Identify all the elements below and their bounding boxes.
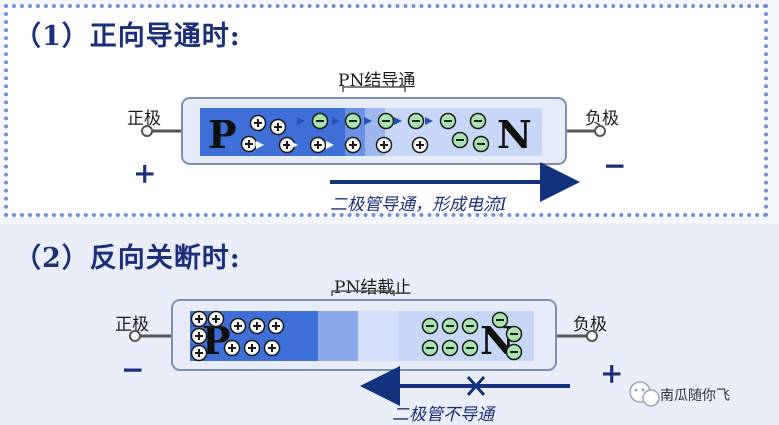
hole-plus-icon bbox=[229, 317, 247, 335]
reverse-diode: P N bbox=[129, 290, 598, 406]
electron-minus-icon bbox=[472, 135, 490, 153]
forward-left-terminal bbox=[141, 125, 153, 137]
reverse-junction-bracket bbox=[331, 290, 395, 296]
hole-plus-icon bbox=[190, 310, 208, 328]
hole-plus-icon bbox=[263, 339, 281, 357]
hole-plus-icon bbox=[243, 339, 261, 357]
electron-minus-icon bbox=[439, 112, 457, 130]
electron-minus-icon bbox=[421, 339, 439, 357]
hole-plus-icon bbox=[309, 136, 327, 154]
electron-minus-icon bbox=[505, 343, 523, 361]
reverse-heading: （2）反向关断时: bbox=[14, 243, 241, 274]
forward-p-letter: P bbox=[208, 112, 237, 157]
reverse-depletion-left bbox=[318, 311, 358, 361]
reverse-arrow-caption: 二极管不导通 bbox=[392, 405, 494, 425]
forward-n-letter: N bbox=[497, 112, 532, 157]
watermark-text: 南瓜随你飞 bbox=[660, 388, 730, 404]
electron-minus-icon bbox=[377, 112, 395, 130]
forward-anode-label: 正极 bbox=[127, 109, 161, 129]
electron-minus-icon bbox=[421, 317, 439, 335]
hole-plus-icon bbox=[223, 339, 241, 357]
reverse-left-sign: − bbox=[121, 353, 145, 386]
forward-cathode-label: 负极 bbox=[585, 109, 619, 129]
reverse-depletion-right bbox=[358, 311, 398, 361]
reverse-junction-label: PN结截止 bbox=[334, 278, 412, 298]
reverse-anode-label: 正极 bbox=[115, 315, 149, 335]
electron-minus-icon bbox=[491, 311, 509, 329]
forward-arrow-caption: 二极管导通，形成电流I bbox=[330, 195, 507, 215]
forward-diode: P N bbox=[141, 86, 606, 202]
forward-right-terminal bbox=[594, 125, 606, 137]
hole-plus-icon bbox=[249, 114, 267, 132]
hole-plus-icon bbox=[248, 317, 266, 335]
electron-minus-icon bbox=[441, 339, 459, 357]
forward-junction-label: PN结导通 bbox=[338, 71, 416, 91]
hole-plus-icon bbox=[375, 136, 393, 154]
electron-minus-icon bbox=[505, 325, 523, 343]
hole-plus-icon bbox=[190, 344, 208, 362]
forward-right-sign: − bbox=[603, 149, 627, 182]
electron-minus-icon bbox=[469, 112, 487, 130]
reverse-right-sign: + bbox=[600, 357, 624, 390]
hole-plus-icon bbox=[240, 135, 258, 153]
wechat-icon bbox=[629, 381, 660, 407]
hole-plus-icon bbox=[190, 327, 208, 345]
electron-minus-icon bbox=[461, 339, 479, 357]
electron-minus-icon bbox=[344, 112, 362, 130]
reverse-right-terminal bbox=[586, 330, 598, 342]
forward-junction-bracket bbox=[342, 86, 406, 92]
hole-plus-icon bbox=[207, 310, 225, 328]
forward-left-sign: + bbox=[133, 157, 157, 190]
hole-plus-icon bbox=[344, 136, 362, 154]
electron-minus-icon bbox=[407, 112, 425, 130]
electron-minus-icon bbox=[441, 317, 459, 335]
electron-minus-icon bbox=[461, 317, 479, 335]
hole-plus-icon bbox=[269, 118, 287, 136]
electron-minus-icon bbox=[311, 112, 329, 130]
hole-plus-icon bbox=[411, 136, 429, 154]
electron-minus-icon bbox=[451, 131, 469, 149]
forward-heading: （1）正向导通时: bbox=[14, 21, 241, 52]
reverse-cathode-label: 负极 bbox=[573, 315, 607, 335]
block-x-icon bbox=[466, 376, 486, 396]
reverse-left-terminal bbox=[129, 330, 141, 342]
hole-plus-icon bbox=[267, 317, 285, 335]
